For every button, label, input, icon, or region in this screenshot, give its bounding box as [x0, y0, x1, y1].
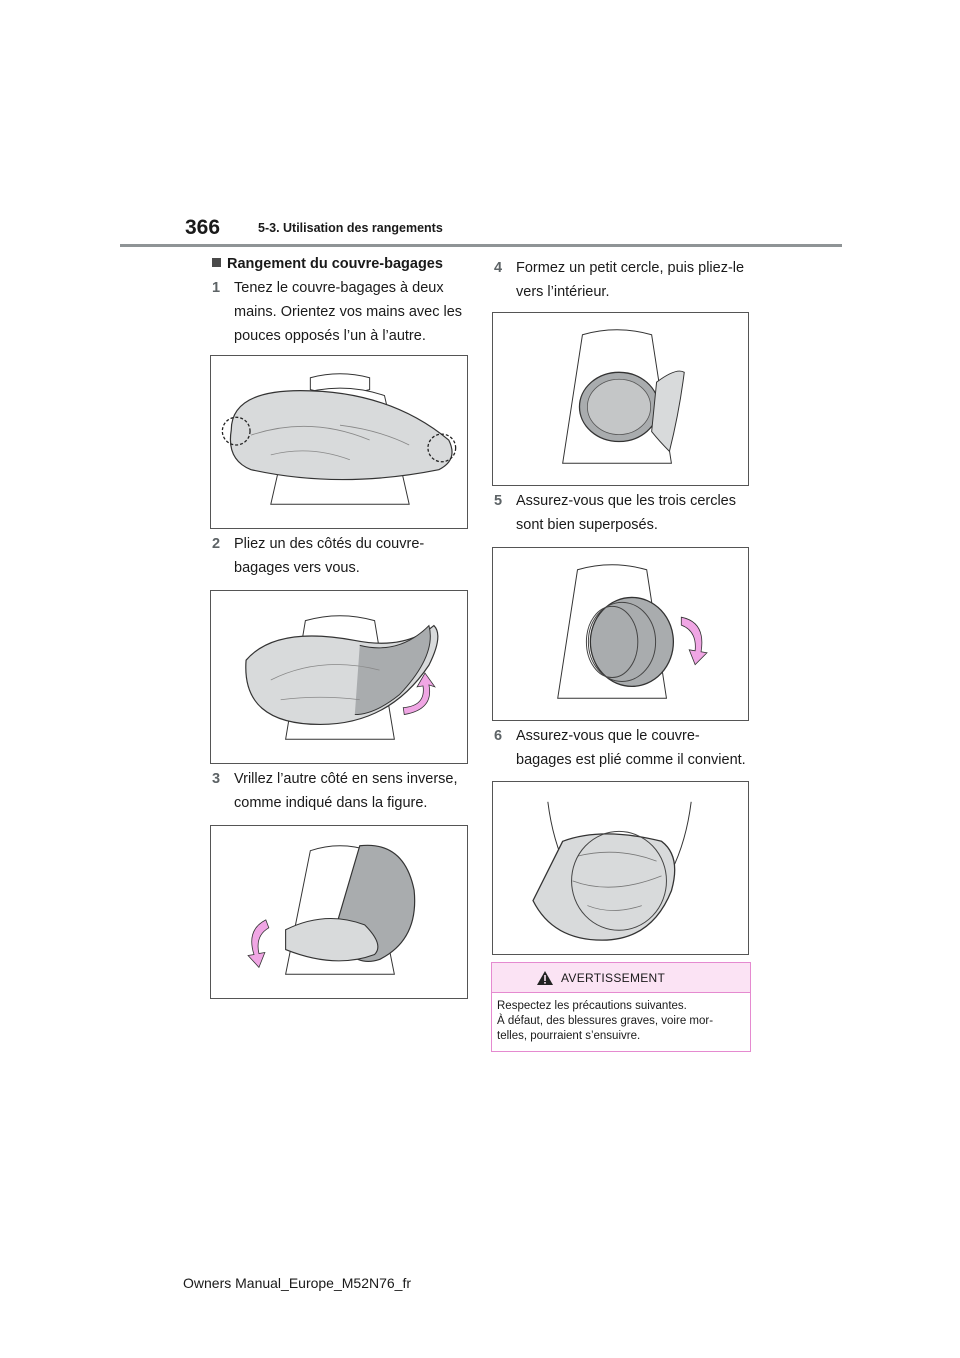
- figure-step-5: [492, 547, 749, 721]
- step-number: 2: [212, 536, 221, 552]
- step-number: 3: [212, 771, 221, 787]
- footer-text: Owners Manual_Europe_M52N76_fr: [183, 1275, 412, 1291]
- figure-4-illustration: [562, 329, 685, 464]
- figure-step-6: [492, 781, 749, 955]
- step-number: 5: [494, 493, 503, 509]
- figure-step-4: [492, 312, 749, 486]
- figure-step-1: [210, 355, 468, 529]
- figure-6-illustration: [532, 801, 692, 941]
- figure-2-illustration: [245, 615, 439, 740]
- rotation-arrow-icon: [247, 919, 270, 969]
- header-rule: [120, 244, 842, 247]
- rotation-arrow-icon: [680, 616, 708, 666]
- step-text: Tenez le couvre-bagages à deux mains. Or…: [234, 280, 463, 344]
- warning-triangle-icon: [537, 971, 553, 985]
- rotation-arrow-icon: [402, 672, 436, 716]
- figure-step-3: [210, 825, 468, 999]
- step-text: Vrillez l’autre côté en sens inverse, co…: [234, 771, 458, 811]
- step-number: 6: [494, 728, 503, 744]
- step-text: Assurez-vous que les trois cercles sont …: [516, 493, 736, 533]
- bullet-square-icon: [212, 258, 221, 267]
- section-heading: Rangement du couvre-bagages: [212, 256, 443, 272]
- page-number: 366: [185, 216, 221, 239]
- figure-step-2: [210, 590, 468, 764]
- step-text: Pliez un des côtés du couvre- bagages ve…: [234, 536, 425, 576]
- warning-box: AVERTISSEMENT Respectez les précautions …: [491, 962, 751, 1052]
- step-text: Assurez-vous que le couvre- bagages est …: [516, 728, 746, 768]
- step-number: 1: [212, 280, 221, 296]
- warning-text: Respectez les précautions suivantes. À d…: [497, 1000, 714, 1042]
- step-text: Formez un petit cercle, puis pliez-le ve…: [516, 260, 745, 300]
- figure-5-illustration: [557, 564, 708, 699]
- section-title: 5-3. Utilisation des rangements: [258, 221, 443, 235]
- warning-header: AVERTISSEMENT: [492, 963, 750, 993]
- figure-3-illustration: [247, 844, 416, 975]
- section-heading-text: Rangement du couvre-bagages: [227, 256, 443, 272]
- step-number: 4: [494, 260, 503, 276]
- warning-title: AVERTISSEMENT: [561, 971, 666, 985]
- figure-1-illustration: [221, 373, 457, 505]
